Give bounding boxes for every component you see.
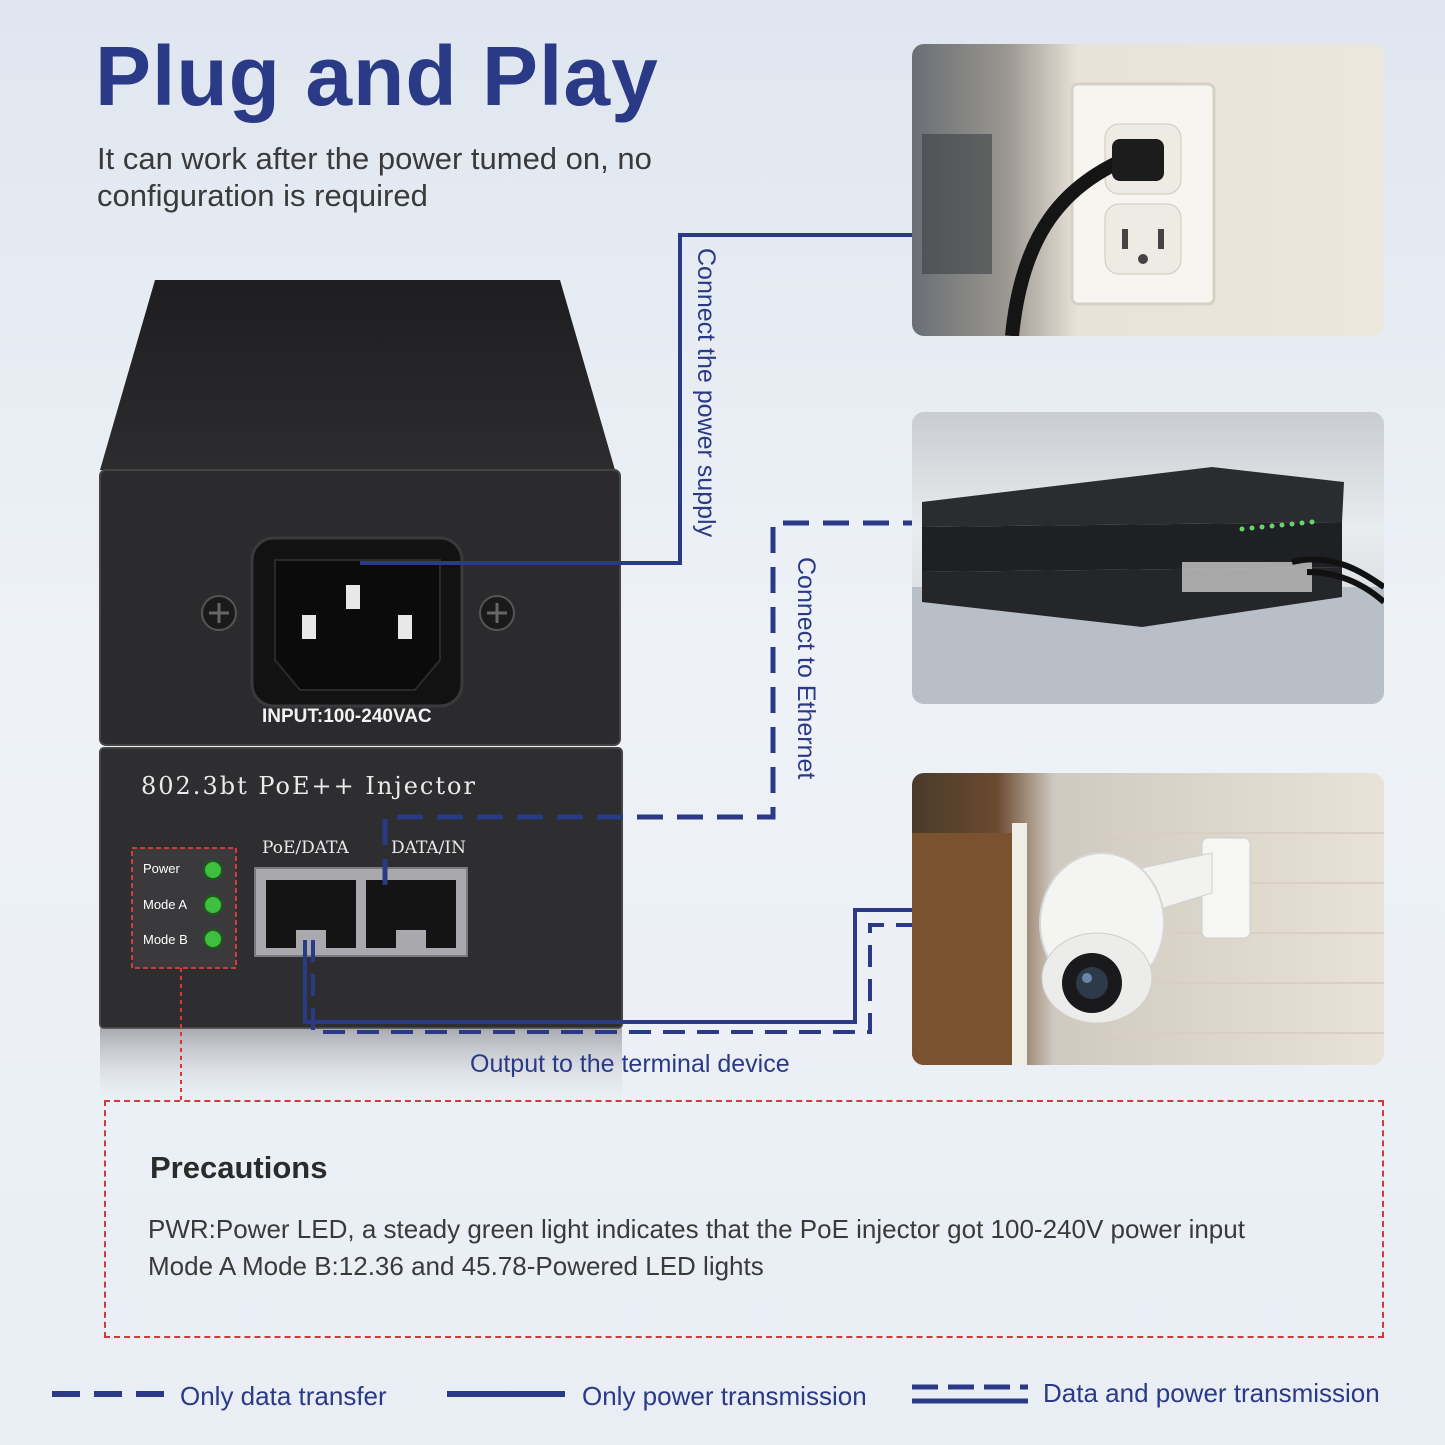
led-label-mode-a: Mode A — [143, 897, 188, 912]
mode-a-led-icon — [203, 895, 223, 915]
terminal-data-line — [311, 923, 912, 1034]
ptz-camera-icon — [912, 823, 1384, 1065]
port-label-poe-data: PoE/DATA — [262, 838, 349, 858]
precaution-line-2: Mode A Mode B:12.36 and 45.78-Powered LE… — [148, 1251, 764, 1281]
led-label-power: Power — [143, 861, 180, 876]
legend-label-data-power: Data and power transmission — [1043, 1378, 1380, 1408]
network-switch-icon — [912, 467, 1384, 704]
terminal-output-label: Output to the terminal device — [470, 1050, 790, 1078]
power-supply-line — [360, 233, 912, 565]
device-input-label: INPUT:100-240VAC — [262, 706, 432, 727]
power-led-icon — [203, 860, 223, 880]
precaution-line-1: PWR:Power LED, a steady green light indi… — [148, 1214, 1245, 1244]
ptz-camera-photo — [912, 773, 1384, 1065]
legend-label-power: Only power transmission — [582, 1381, 867, 1411]
page-subtitle: It can work after the power tumed on, no… — [97, 141, 652, 213]
power-supply-label: Connect the power supply — [692, 248, 720, 538]
port-label-data-in: DATA/IN — [391, 838, 466, 858]
device-name-label: 802.3bt PoE++ Injector — [141, 772, 477, 800]
precautions-box — [104, 1100, 1384, 1338]
page-title: Plug and Play — [95, 29, 659, 123]
ethernet-line — [382, 520, 912, 885]
ethernet-label: Connect to Ethernet — [792, 557, 820, 780]
wall-outlet-icon — [922, 82, 1216, 336]
device-top-face — [100, 280, 615, 470]
led-label-mode-b: Mode B — [143, 932, 188, 947]
terminal-power-line — [303, 908, 912, 1024]
legend-label-data: Only data transfer — [180, 1381, 387, 1411]
device-reflection — [100, 1028, 622, 1108]
network-switch-photo — [912, 412, 1384, 704]
precautions-title: Precautions — [150, 1150, 328, 1185]
wall-outlet-photo — [912, 44, 1384, 336]
mode-b-led-icon — [203, 929, 223, 949]
